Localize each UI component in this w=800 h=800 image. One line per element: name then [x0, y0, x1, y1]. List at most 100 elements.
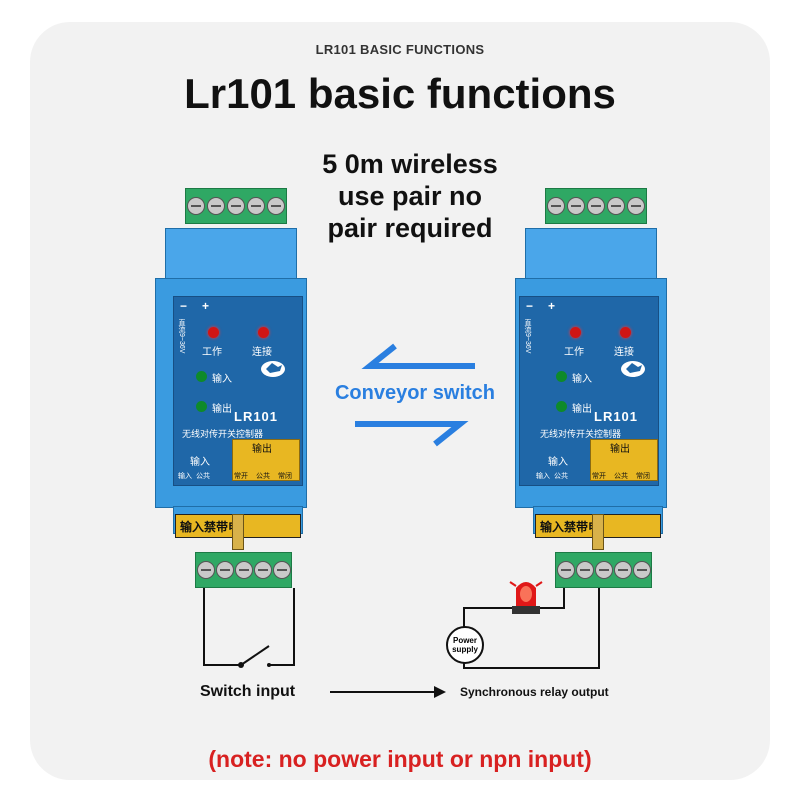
- left-device-shoulder: [165, 228, 297, 280]
- rabbit-logo-icon: [621, 361, 645, 377]
- right-wire-vertical-a: [563, 588, 565, 608]
- terminal-input-label: 输入: [190, 457, 210, 468]
- switch-icon: [238, 645, 271, 668]
- terminal-common2: 公共: [614, 473, 628, 480]
- note-text: (note: no power input or npn input): [208, 746, 592, 772]
- warning-light-icon: [509, 581, 543, 614]
- screw-icon: [575, 561, 594, 579]
- subtitle-line-3: pair required: [327, 213, 493, 243]
- input-led-icon: [556, 371, 567, 382]
- right-device: − + 直流9~36V 工作 连接 输入 输出 LR101 无线对传开关控制器 …: [515, 188, 667, 608]
- subtitle-line-2: use pair no: [337, 181, 483, 211]
- work-led-icon: [208, 327, 219, 338]
- output-led-icon: [556, 401, 567, 412]
- right-top-terminal: [545, 188, 647, 224]
- right-bottom-terminal: [555, 552, 652, 588]
- screw-icon: [632, 561, 651, 579]
- model-label: LR101: [594, 409, 639, 424]
- terminal-output-label: 输出: [252, 444, 272, 455]
- input-label: 输入: [572, 374, 592, 385]
- input-led-icon: [196, 371, 207, 382]
- terminal-common: 公共: [196, 473, 210, 480]
- antenna-icon: [232, 514, 244, 550]
- terminal-no: 常闭: [278, 473, 292, 480]
- antenna-icon: [592, 514, 604, 550]
- right-wire-left-a: [463, 607, 465, 629]
- screw-icon: [227, 197, 245, 215]
- screw-icon: [567, 197, 585, 215]
- work-label: 工作: [564, 347, 584, 358]
- terminal-common: 公共: [554, 473, 568, 480]
- polarity-minus: −: [180, 299, 188, 313]
- screw-icon: [607, 197, 625, 215]
- conveyor-switch-label: Conveyor switch: [334, 382, 496, 404]
- screw-icon: [253, 561, 272, 579]
- screw-icon: [267, 197, 285, 215]
- link-label: 连接: [614, 347, 634, 358]
- output-terminal-box: [232, 439, 300, 481]
- left-front-panel: − + 直流9~36V 工作 连接 输入 输出 LR101 无线对传开关控制器 …: [173, 296, 303, 486]
- left-wire-vertical-a: [203, 588, 205, 666]
- screw-icon: [187, 197, 205, 215]
- right-arrow-icon: [355, 421, 469, 447]
- terminal-common2: 公共: [256, 473, 270, 480]
- small-title: LR101 BASIC FUNCTIONS: [315, 42, 485, 57]
- description-label: 无线对传开关控制器: [182, 429, 264, 439]
- link-label: 连接: [252, 347, 272, 358]
- work-led-icon: [570, 327, 581, 338]
- right-wire-vertical-b: [598, 588, 600, 668]
- polarity-plus: +: [202, 299, 210, 313]
- terminal-input-sub: 输入: [536, 473, 550, 480]
- right-device-shoulder: [525, 228, 657, 280]
- screw-icon: [587, 197, 605, 215]
- output-led-icon: [196, 401, 207, 412]
- polarity-minus: −: [526, 299, 534, 313]
- screw-icon: [215, 561, 234, 579]
- model-label: LR101: [234, 409, 279, 424]
- terminal-input-label: 输入: [548, 457, 568, 468]
- screw-icon: [627, 197, 645, 215]
- screw-icon: [207, 197, 225, 215]
- work-label: 工作: [202, 347, 222, 358]
- left-device: − + 直流9~36V 工作 连接 输入 输出 LR101 无线对传开关控制器 …: [155, 188, 307, 608]
- screw-icon: [556, 561, 575, 579]
- signal-arrow-icon: [330, 686, 446, 698]
- link-led-icon: [258, 327, 269, 338]
- terminal-nc: 常开: [592, 473, 606, 480]
- relay-output-label: Synchronous relay output: [460, 685, 609, 699]
- switch-input-label: Switch input: [200, 683, 296, 700]
- left-wire-bottom-a: [203, 664, 241, 666]
- output-label: 输出: [572, 404, 592, 415]
- left-top-terminal: [185, 188, 287, 224]
- right-wire-bottom: [463, 667, 600, 669]
- screw-icon: [196, 561, 215, 579]
- input-label: 输入: [212, 374, 232, 385]
- screw-icon: [594, 561, 613, 579]
- screw-icon: [547, 197, 565, 215]
- right-front-panel: − + 直流9~36V 工作 连接 输入 输出 LR101 无线对传开关控制器 …: [519, 296, 659, 486]
- voltage-label: 直流9~36V: [178, 319, 185, 354]
- screw-icon: [234, 561, 253, 579]
- left-wire-vertical-b: [293, 588, 295, 666]
- wireless-range-text: 5 0m wireless use pair no pair required: [300, 148, 520, 244]
- terminal-output-label: 输出: [610, 444, 630, 455]
- rabbit-logo-icon: [261, 361, 285, 377]
- screw-icon: [272, 561, 291, 579]
- terminal-no: 常闭: [636, 473, 650, 480]
- page-title: Lr101 basic functions: [184, 70, 616, 117]
- terminal-nc: 常开: [234, 473, 248, 480]
- subtitle-line-1: 5 0m wireless: [322, 149, 498, 179]
- output-label: 输出: [212, 404, 232, 415]
- left-wire-bottom-b: [268, 664, 295, 666]
- left-bottom-terminal: [195, 552, 292, 588]
- screw-icon: [613, 561, 632, 579]
- terminal-input-sub: 输入: [178, 473, 192, 480]
- screw-icon: [247, 197, 265, 215]
- link-led-icon: [620, 327, 631, 338]
- power-supply-icon: Power supply: [446, 626, 484, 664]
- description-label: 无线对传开关控制器: [540, 429, 622, 439]
- voltage-label: 直流9~36V: [524, 319, 531, 354]
- output-terminal-box: [590, 439, 658, 481]
- left-arrow-icon: [361, 343, 475, 369]
- polarity-plus: +: [548, 299, 556, 313]
